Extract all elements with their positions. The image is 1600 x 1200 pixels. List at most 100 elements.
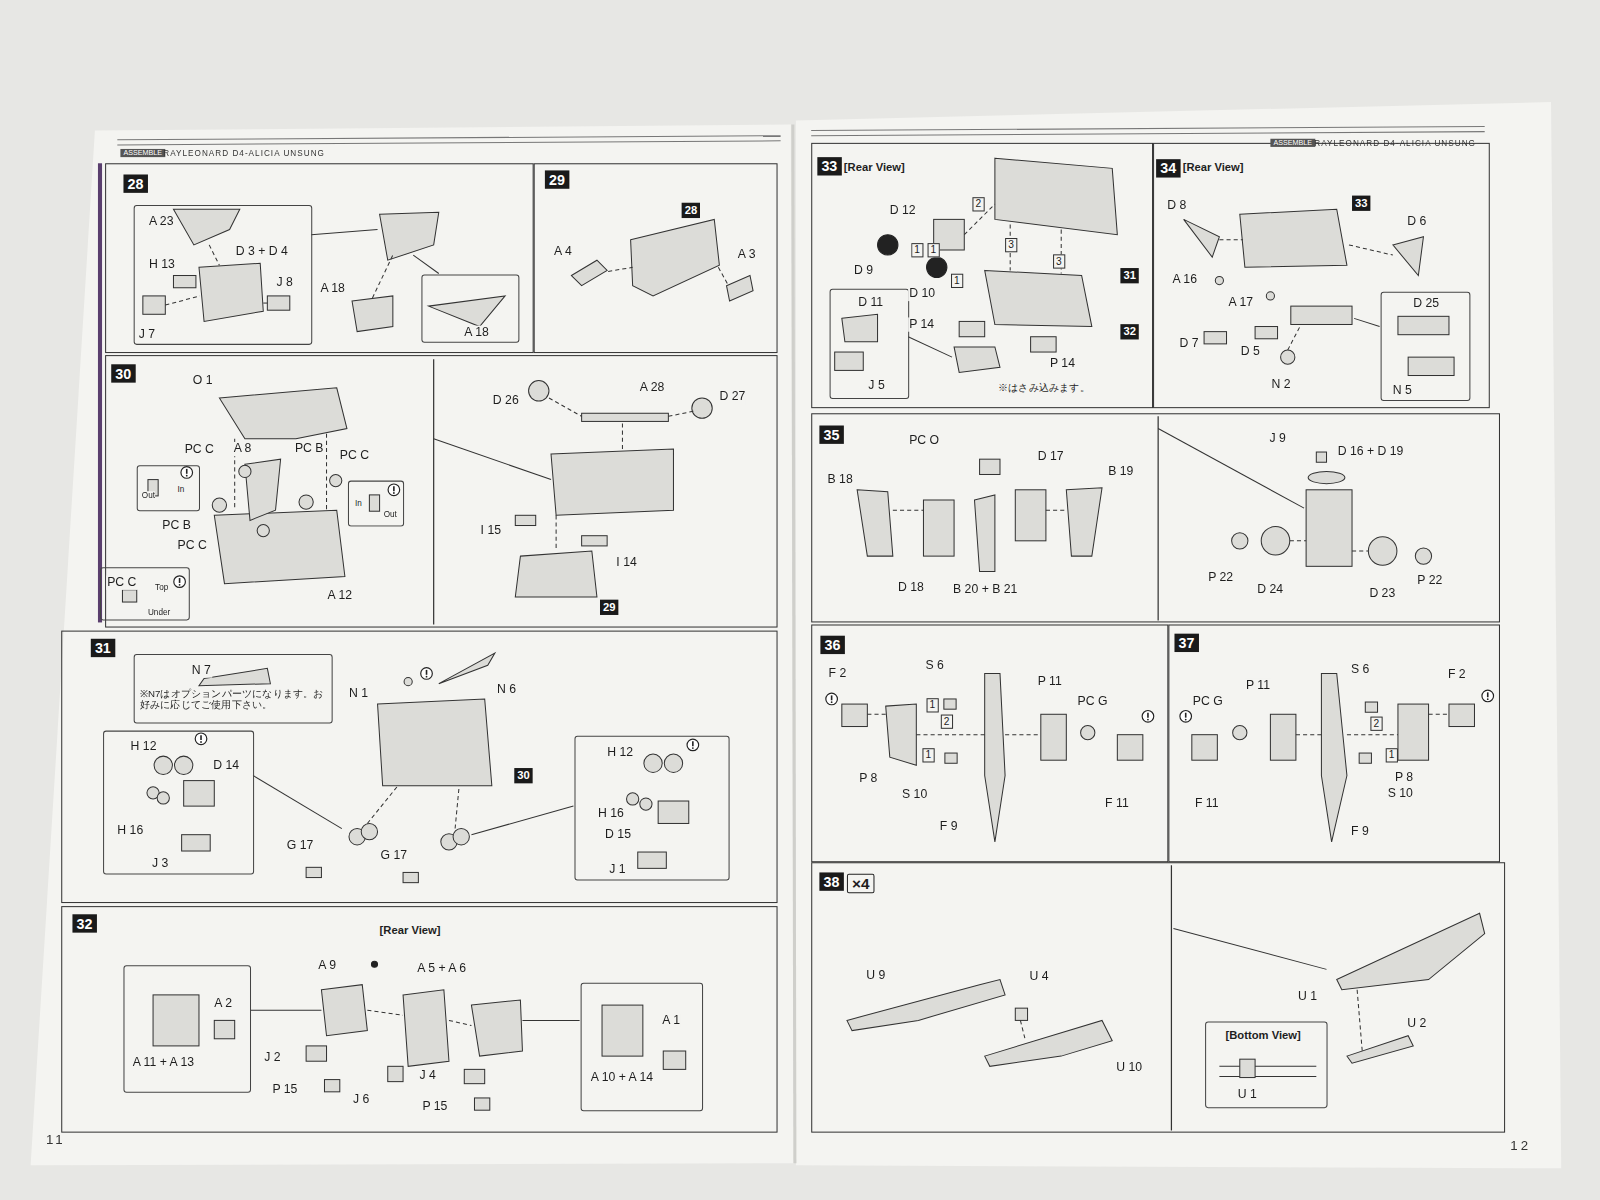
step-34-parts <box>1408 357 1454 375</box>
view-caption: [Rear View] <box>1182 161 1245 174</box>
step-34-parts <box>1266 292 1274 300</box>
step-28-parts <box>143 296 165 314</box>
step-number: 34 <box>1156 159 1180 177</box>
part-label: D 5 <box>1240 345 1261 359</box>
step-31-parts <box>182 835 211 851</box>
part-label: D 24 <box>1256 583 1284 597</box>
step-30-parts <box>551 449 673 515</box>
step-number: 36 <box>820 636 844 654</box>
part-label: U 4 <box>1029 969 1050 983</box>
step-32-parts <box>324 1080 339 1092</box>
step-30-parts <box>692 398 712 418</box>
step-33-parts <box>959 321 985 336</box>
step-35-parts <box>1046 510 1066 511</box>
part-label: D 11 <box>857 296 884 310</box>
part-label: D 27 <box>718 390 746 404</box>
part-label: D 23 <box>1368 587 1396 601</box>
part-label: H 16 <box>597 807 625 821</box>
part-label: B 19 <box>1107 464 1134 478</box>
arrow-order-box: 2 <box>1370 717 1382 731</box>
step-34-parts <box>1291 306 1352 324</box>
arrow-order-box: 1 <box>911 243 923 257</box>
step-32-parts <box>663 1051 685 1069</box>
step-36-parts <box>826 693 838 705</box>
step-37-parts <box>1270 714 1296 760</box>
part-label: J 4 <box>418 1068 436 1082</box>
arrow-order-box: 2 <box>972 197 984 211</box>
icon-caption: In <box>178 485 185 494</box>
step-35-parts <box>1158 429 1304 509</box>
part-label: U 1 <box>1237 1088 1258 1102</box>
part-label: S 10 <box>1387 787 1414 801</box>
inset-box: OutIn <box>137 465 200 511</box>
part-label: J 8 <box>276 276 294 290</box>
part-label: A 17 <box>1228 296 1255 310</box>
step-38-parts <box>1337 913 1485 990</box>
part-label: PC G <box>1192 695 1224 709</box>
step-38-parts <box>847 865 1485 1130</box>
part-label: H 13 <box>148 258 176 272</box>
step-ref: 29 <box>600 600 619 615</box>
step-number: 30 <box>111 364 135 382</box>
step-30-parts <box>219 388 347 439</box>
step-37-parts <box>1365 702 1377 712</box>
step-37-parts <box>1180 711 1192 723</box>
icon-caption: Under <box>148 608 170 617</box>
part-label: D 6 <box>1406 214 1427 228</box>
step-31-parts <box>455 786 459 829</box>
step-30-parts <box>122 590 136 602</box>
step-28-parts <box>352 296 393 332</box>
step-31-parts <box>253 776 342 829</box>
step-number: 35 <box>819 426 843 444</box>
step-30-parts <box>549 398 582 416</box>
arrow-order-box: 3 <box>1005 238 1017 252</box>
part-label: A 23 <box>148 214 175 228</box>
part-label: P 8 <box>858 772 878 786</box>
step-30-parts <box>582 536 608 546</box>
note-text: ※はさみ込みます。 <box>998 382 1090 394</box>
step-32-parts <box>471 1000 522 1056</box>
step-30-parts <box>582 413 669 421</box>
part-label: U 10 <box>1115 1060 1143 1074</box>
header-text: RAYLEONARD D4-ALICIA UNSUNG <box>1314 139 1476 148</box>
step-30-parts <box>174 576 186 588</box>
step-ref: 28 <box>682 203 701 218</box>
step-33-parts <box>1031 337 1057 352</box>
step-29-parts <box>631 219 720 296</box>
part-label: D 18 <box>897 581 925 595</box>
step-33-parts <box>835 352 864 370</box>
inset-box: A 1A 10 + A 14 <box>581 983 703 1112</box>
step-30-parts <box>388 484 400 496</box>
step-35-parts <box>1066 488 1102 556</box>
step-29-parts <box>571 219 753 301</box>
step-ref: 33 <box>1352 196 1371 211</box>
part-label: F 9 <box>1350 825 1370 839</box>
part-label: PC O <box>908 434 940 448</box>
step-35-parts <box>857 490 893 556</box>
part-label: A 28 <box>639 381 666 395</box>
step-30-parts <box>622 423 623 451</box>
step-34-parts <box>1281 350 1295 364</box>
part-label: A 16 <box>1171 273 1198 287</box>
arrow-order-box: 1 <box>928 243 940 257</box>
part-label: A 9 <box>317 959 337 973</box>
step-38-parts <box>1020 1020 1025 1040</box>
step-37-parts <box>1321 673 1347 841</box>
part-label: A 3 <box>737 248 757 262</box>
step-36-parts <box>886 704 917 765</box>
part-label: D 15 <box>604 828 632 842</box>
step-36-parts <box>916 734 984 735</box>
section-tag: ASSEMBLE <box>1270 139 1315 147</box>
inset-box: A 18 <box>421 274 519 342</box>
step-31-parts <box>404 678 412 686</box>
step-38-parts <box>1219 1076 1316 1077</box>
part-label: PC C <box>106 576 137 590</box>
step-30-parts <box>326 434 327 511</box>
icon-caption: Top <box>155 583 168 592</box>
part-label: N 2 <box>1270 378 1291 392</box>
step-30-parts <box>556 515 557 551</box>
step-29-parts <box>718 267 728 285</box>
arrow-order-box: 1 <box>922 748 934 762</box>
view-caption: [Rear View] <box>379 924 442 937</box>
step-32-parts <box>602 1005 643 1056</box>
